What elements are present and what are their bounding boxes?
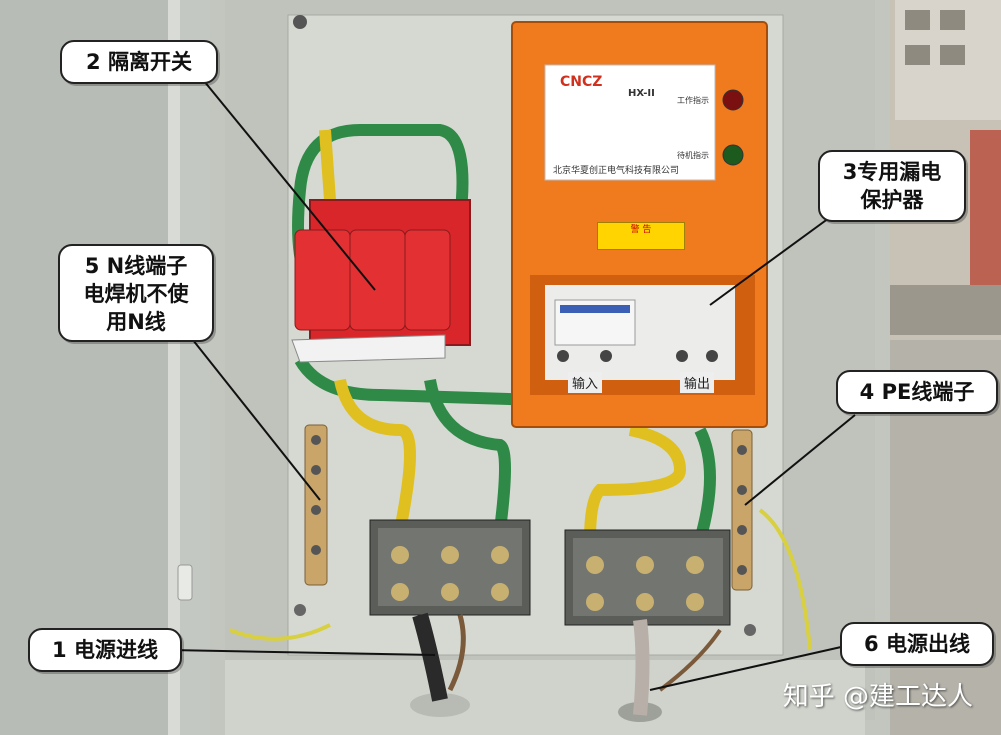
- standby-indicator-label: 待机指示: [677, 151, 709, 160]
- work-indicator-label: 工作指示: [677, 96, 709, 105]
- callout-pe-terminal: 4 PE线端子: [836, 370, 998, 414]
- callout-n-line-3: 用N线: [106, 310, 166, 334]
- callout-leakage-line-2: 保护器: [860, 188, 924, 212]
- callout-n-terminal: 5 N线端子 电焊机不使 用N线: [58, 244, 214, 342]
- brand-logo-text: CNCZ: [560, 74, 603, 90]
- input-terminal-label: 输入: [568, 372, 603, 393]
- warning-title: 警 告: [630, 225, 652, 235]
- model-text: HX-II: [628, 88, 655, 99]
- callout-leakage-protector: 3专用漏电 保护器: [818, 150, 966, 222]
- callout-n-line-1: 5 N线端子: [84, 254, 188, 278]
- callout-n-line-2: 电焊机不使: [83, 282, 189, 306]
- output-terminal-label: 输出: [680, 372, 715, 393]
- callout-leakage-line-1: 3专用漏电: [842, 160, 942, 184]
- callout-isolation-switch: 2 隔离开关: [60, 40, 218, 84]
- callout-power-in: 1 电源进线: [28, 628, 182, 672]
- watermark-text: 知乎 @建工达人: [782, 682, 973, 712]
- warning-sticker: 警 告: [597, 222, 685, 250]
- callout-power-out: 6 电源出线: [840, 622, 994, 666]
- maker-text: 北京华夏创正电气科技有限公司: [553, 166, 680, 176]
